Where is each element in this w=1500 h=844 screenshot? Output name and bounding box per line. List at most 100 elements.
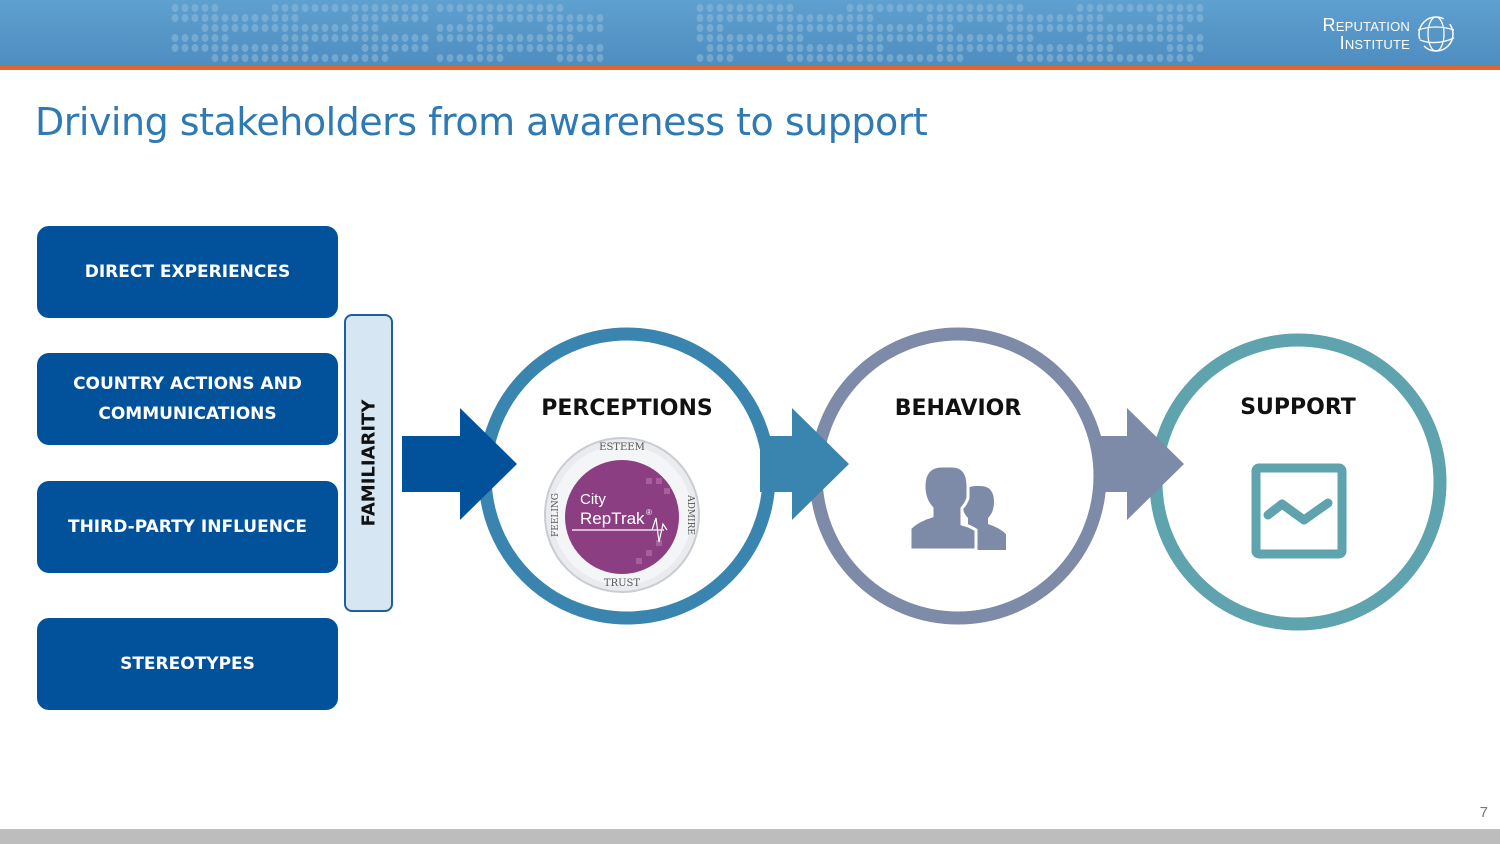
map-dot bbox=[706, 24, 714, 32]
map-dot bbox=[261, 54, 269, 62]
map-dot bbox=[486, 44, 494, 52]
reputation-institute-logo: Reputation Institute bbox=[1323, 12, 1458, 56]
map-dot bbox=[826, 54, 834, 62]
map-dot bbox=[181, 4, 189, 12]
map-dot bbox=[776, 14, 784, 22]
map-dot bbox=[281, 44, 289, 52]
map-dot bbox=[536, 14, 544, 22]
map-dot bbox=[926, 54, 934, 62]
map-dot bbox=[281, 4, 289, 12]
map-dot bbox=[211, 4, 219, 12]
factor-direct-experiences: DIRECT EXPERIENCES bbox=[37, 226, 338, 318]
map-dot bbox=[946, 34, 954, 42]
map-dot bbox=[1076, 24, 1084, 32]
map-dot bbox=[436, 54, 444, 62]
map-dot bbox=[696, 4, 704, 12]
map-dot bbox=[191, 14, 199, 22]
map-dot bbox=[1016, 54, 1024, 62]
map-dot bbox=[1046, 14, 1054, 22]
map-dot bbox=[421, 34, 429, 42]
map-dot bbox=[201, 4, 209, 12]
map-dot bbox=[866, 14, 874, 22]
map-dot bbox=[756, 44, 764, 52]
map-dot bbox=[341, 34, 349, 42]
map-dot bbox=[946, 44, 954, 52]
badge-registered-mark: ® bbox=[646, 508, 652, 517]
map-dot bbox=[1096, 4, 1104, 12]
map-dot bbox=[566, 14, 574, 22]
map-dot bbox=[1156, 34, 1164, 42]
map-dot bbox=[446, 34, 454, 42]
map-dot bbox=[556, 24, 564, 32]
map-dot bbox=[1176, 44, 1184, 52]
map-dot bbox=[776, 4, 784, 12]
map-dot bbox=[976, 44, 984, 52]
map-dot bbox=[906, 34, 914, 42]
map-dot bbox=[886, 54, 894, 62]
map-dot bbox=[1196, 14, 1204, 22]
map-dot bbox=[341, 4, 349, 12]
map-dot bbox=[506, 44, 514, 52]
map-dot bbox=[221, 14, 229, 22]
map-dot bbox=[211, 44, 219, 52]
map-dot bbox=[1056, 24, 1064, 32]
map-dot bbox=[956, 44, 964, 52]
map-dot bbox=[586, 24, 594, 32]
map-dot bbox=[1146, 54, 1154, 62]
map-dot bbox=[1176, 34, 1184, 42]
map-dot bbox=[361, 44, 369, 52]
map-dot bbox=[726, 44, 734, 52]
map-dot bbox=[966, 34, 974, 42]
map-dot bbox=[486, 34, 494, 42]
map-dot bbox=[1086, 44, 1094, 52]
header-accent-stripe bbox=[0, 66, 1500, 70]
map-dot bbox=[846, 24, 854, 32]
map-dot bbox=[706, 4, 714, 12]
map-dot bbox=[1166, 54, 1174, 62]
map-dot bbox=[301, 4, 309, 12]
map-dot bbox=[526, 44, 534, 52]
map-dot bbox=[1046, 44, 1054, 52]
map-dot bbox=[271, 54, 279, 62]
map-dot bbox=[321, 34, 329, 42]
stage-behavior-label: BEHAVIOR bbox=[894, 396, 1022, 421]
map-dot bbox=[756, 4, 764, 12]
map-dot bbox=[181, 44, 189, 52]
map-dot bbox=[381, 14, 389, 22]
map-dot bbox=[1096, 54, 1104, 62]
map-dot bbox=[536, 4, 544, 12]
logo-line2: Institute bbox=[1339, 33, 1410, 53]
map-dot bbox=[456, 24, 464, 32]
map-dot bbox=[496, 4, 504, 12]
map-dot bbox=[566, 34, 574, 42]
world-map-dots bbox=[171, 4, 1204, 62]
map-dot bbox=[381, 54, 389, 62]
map-dot bbox=[986, 34, 994, 42]
globe-icon bbox=[1417, 16, 1455, 52]
map-dot bbox=[381, 4, 389, 12]
factor-stereotypes: STEREOTYPES bbox=[37, 618, 338, 710]
map-dot bbox=[371, 44, 379, 52]
map-dot bbox=[906, 4, 914, 12]
badge-feeling: FEELING bbox=[551, 493, 561, 537]
map-dot bbox=[716, 14, 724, 22]
map-dot bbox=[716, 34, 724, 42]
map-dot bbox=[496, 14, 504, 22]
map-dot bbox=[1096, 14, 1104, 22]
map-dot bbox=[1136, 24, 1144, 32]
map-dot bbox=[596, 24, 604, 32]
map-dot bbox=[1186, 4, 1194, 12]
map-dot bbox=[421, 14, 429, 22]
map-dot bbox=[271, 14, 279, 22]
map-dot bbox=[1196, 34, 1204, 42]
map-dot bbox=[936, 24, 944, 32]
map-dot bbox=[1156, 14, 1164, 22]
map-dot bbox=[846, 44, 854, 52]
map-dot bbox=[466, 54, 474, 62]
map-dot bbox=[1006, 44, 1014, 52]
map-dot bbox=[1146, 24, 1154, 32]
map-dot bbox=[766, 34, 774, 42]
map-dot bbox=[706, 14, 714, 22]
map-dot bbox=[311, 4, 319, 12]
map-dot bbox=[371, 14, 379, 22]
